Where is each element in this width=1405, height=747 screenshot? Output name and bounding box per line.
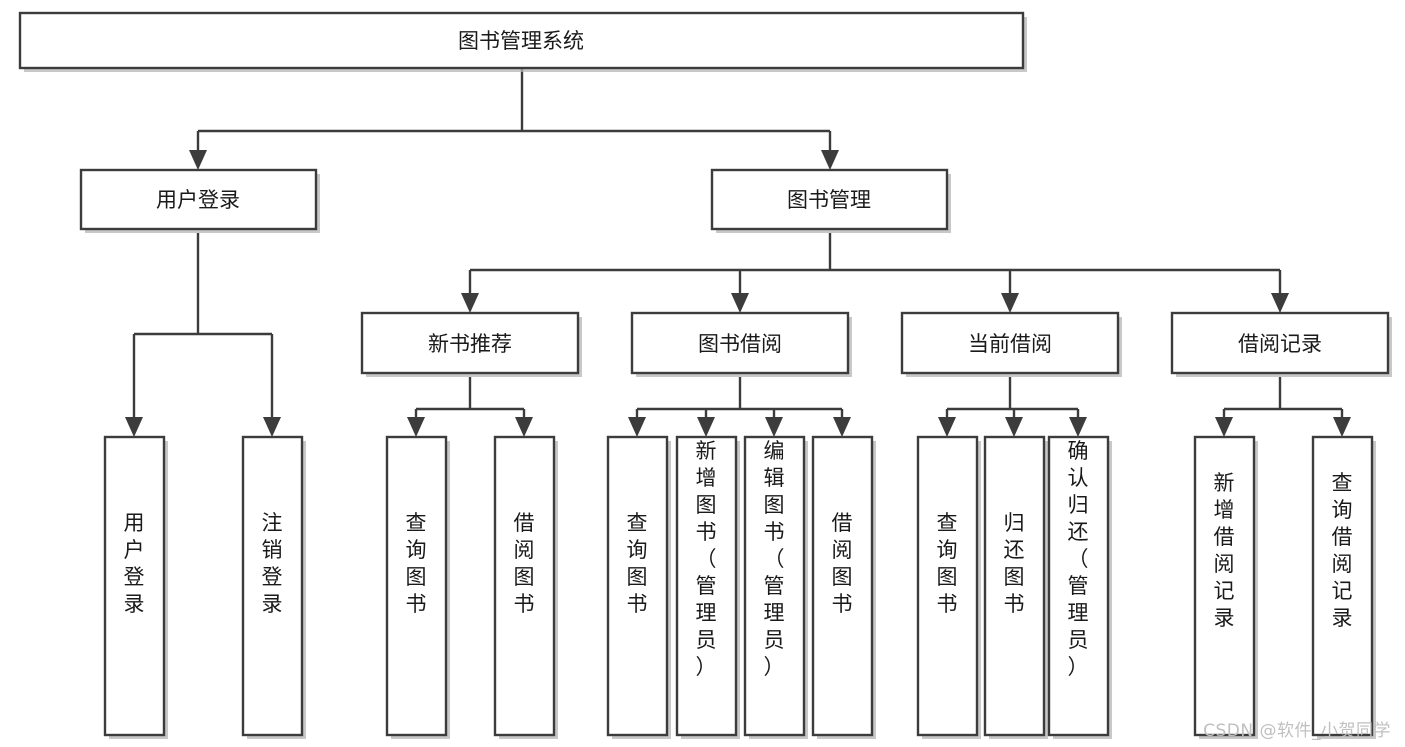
leaf-logout[interactable]: 注销登录 xyxy=(241,435,306,739)
arrow-new-book-recommend xyxy=(461,293,479,313)
arrow-leaf-add-record xyxy=(1215,417,1233,437)
leaf-query-book-3[interactable]: 查询图书 xyxy=(916,435,981,739)
leaf-borrow-book-1[interactable]: 借阅图书 xyxy=(493,435,558,739)
leaf-add-record-box xyxy=(1193,435,1256,737)
leaf-add-book-box xyxy=(675,435,738,737)
leaf-query-book-1[interactable]: 查询图书 xyxy=(385,435,450,739)
leaf-add-book-label: 新增图书（管理员） xyxy=(696,439,717,679)
arrow-leaf-query-record xyxy=(1333,417,1351,437)
node-user-login-label: 用户登录 xyxy=(156,188,240,212)
leaf-query-record[interactable]: 查询借阅记录 xyxy=(1311,435,1376,739)
leaf-query-book-3-box xyxy=(916,435,979,737)
leaf-confirm-return-label: 确认归还（管理员） xyxy=(1068,439,1089,679)
leaf-return-book-box xyxy=(983,435,1046,737)
node-borrow-record[interactable]: 借阅记录 xyxy=(1170,311,1392,377)
node-root-box xyxy=(18,11,1025,70)
leaf-query-book-2-label: 查询图书 xyxy=(627,511,648,616)
arrow-user-login xyxy=(189,150,207,170)
node-root[interactable]: 图书管理系统 xyxy=(18,11,1027,72)
leaf-add-book[interactable]: 新增图书（管理员） xyxy=(675,435,740,739)
node-book-management[interactable]: 图书管理 xyxy=(710,168,951,233)
arrow-leaf-confirm-return xyxy=(1069,417,1087,437)
node-book-management-box xyxy=(710,168,949,231)
node-book-borrow-box xyxy=(630,311,850,375)
leaf-query-book-2-box xyxy=(606,435,669,737)
leaf-edit-book[interactable]: 编辑图书（管理员） xyxy=(743,435,808,739)
leaf-borrow-book-2-box xyxy=(811,435,874,737)
arrow-borrow-record xyxy=(1271,293,1289,313)
leaf-edit-book-label: 编辑图书（管理员） xyxy=(764,439,785,679)
node-book-borrow-label: 图书借阅 xyxy=(698,332,782,356)
arrow-book-management xyxy=(821,150,839,170)
arrow-leaf-user-login xyxy=(125,417,143,437)
leaf-borrow-book-1-box xyxy=(493,435,556,737)
leaf-query-book-2[interactable]: 查询图书 xyxy=(606,435,671,739)
node-user-login-box xyxy=(79,168,318,231)
arrow-leaf-borrow-book-2 xyxy=(833,417,851,437)
leaf-query-record-label: 查询借阅记录 xyxy=(1332,471,1353,630)
arrow-leaf-query-book-3 xyxy=(938,417,956,437)
node-borrow-record-label: 借阅记录 xyxy=(1238,332,1322,356)
node-current-borrow-box xyxy=(900,311,1120,375)
leaf-query-book-3-label: 查询图书 xyxy=(937,511,958,616)
leaf-query-record-box xyxy=(1311,435,1374,737)
arrow-leaf-return-book xyxy=(1005,417,1023,437)
csdn-watermark: CSDN @软件_小贺同学 xyxy=(1203,721,1391,741)
arrow-leaf-borrow-book-1 xyxy=(515,417,533,437)
node-current-borrow-label: 当前借阅 xyxy=(968,332,1052,356)
arrow-leaf-query-book-1 xyxy=(407,417,425,437)
arrow-current-borrow xyxy=(1001,293,1019,313)
connector-group xyxy=(125,68,1351,437)
arrow-leaf-query-book-2 xyxy=(628,417,646,437)
node-new-book-recommend-box xyxy=(360,311,580,375)
arrow-book-borrow xyxy=(731,293,749,313)
leaf-borrow-book-2-label: 借阅图书 xyxy=(832,511,853,616)
arrow-leaf-edit-book xyxy=(765,417,783,437)
leaf-user-login-label: 用户登录 xyxy=(124,511,145,616)
node-new-book-recommend-label: 新书推荐 xyxy=(428,332,512,356)
leaf-borrow-book-2[interactable]: 借阅图书 xyxy=(811,435,876,739)
leaf-logout-label: 注销登录 xyxy=(262,511,283,616)
leaf-user-login-box xyxy=(103,435,166,737)
leaf-user-login[interactable]: 用户登录 xyxy=(103,435,168,739)
leaf-query-book-1-label: 查询图书 xyxy=(406,511,427,616)
node-book-management-label: 图书管理 xyxy=(787,188,871,212)
node-new-book-recommend[interactable]: 新书推荐 xyxy=(360,311,582,377)
leaf-query-book-1-box xyxy=(385,435,448,737)
leaf-add-record[interactable]: 新增借阅记录 xyxy=(1193,435,1258,739)
leaf-edit-book-box xyxy=(743,435,806,737)
leaf-return-book-label: 归还图书 xyxy=(1004,511,1025,616)
node-user-login[interactable]: 用户登录 xyxy=(79,168,320,233)
node-root-label: 图书管理系统 xyxy=(458,29,584,53)
leaf-return-book[interactable]: 归还图书 xyxy=(983,435,1048,739)
arrow-leaf-add-book xyxy=(697,417,715,437)
leaf-add-record-label: 新增借阅记录 xyxy=(1214,471,1235,630)
arrow-leaf-logout xyxy=(263,417,281,437)
node-book-borrow[interactable]: 图书借阅 xyxy=(630,311,852,377)
node-current-borrow[interactable]: 当前借阅 xyxy=(900,311,1122,377)
leaf-confirm-return-box xyxy=(1047,435,1110,737)
leaf-logout-box xyxy=(241,435,304,737)
leaf-borrow-book-1-label: 借阅图书 xyxy=(514,511,535,616)
leaf-confirm-return[interactable]: 确认归还（管理员） xyxy=(1047,435,1112,739)
node-borrow-record-box xyxy=(1170,311,1390,375)
